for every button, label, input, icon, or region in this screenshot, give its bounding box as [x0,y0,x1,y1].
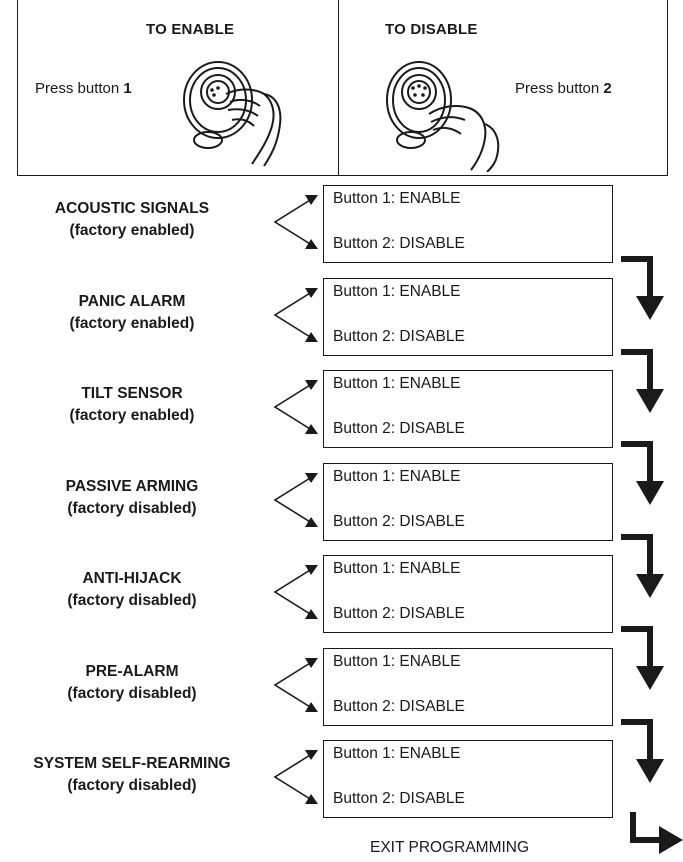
option-enable: Button 1: ENABLE [333,560,461,577]
feature-factory-default: (factory disabled) [67,777,197,794]
feature-factory-default: (factory enabled) [69,407,195,424]
fork-arrow-icon [273,288,318,342]
disable-heading: TO DISABLE [385,21,478,38]
feature-name: PRE-ALARM [85,663,179,680]
disable-button-number: 2 [603,80,612,97]
feature-name: TILT SENSOR [81,385,183,402]
fork-arrow-icon [273,195,318,249]
option-disable: Button 2: DISABLE [333,235,465,252]
feature-options-box: Button 1: ENABLE Button 2: DISABLE [323,185,613,263]
option-enable: Button 1: ENABLE [333,468,461,485]
feature-options-box: Button 1: ENABLE Button 2: DISABLE [323,555,613,633]
next-step-arrow-icon [621,441,664,505]
enable-button-number: 1 [123,80,132,97]
next-step-arrow-icon [621,534,664,598]
feature-options-box: Button 1: ENABLE Button 2: DISABLE [323,278,613,356]
feature-name: SYSTEM SELF-REARMING [33,755,231,772]
fork-arrow-icon [273,473,318,527]
feature-options-box: Button 1: ENABLE Button 2: DISABLE [323,648,613,726]
option-disable: Button 2: DISABLE [333,790,465,807]
option-disable: Button 2: DISABLE [333,698,465,715]
fork-arrow-icon [273,565,318,619]
feature-title: ACOUSTIC SIGNALS (factory enabled) [0,198,282,242]
feature-factory-default: (factory disabled) [67,685,197,702]
fork-arrow-icon [273,750,318,804]
feature-name: PASSIVE ARMING [65,478,199,495]
feature-factory-default: (factory disabled) [67,592,197,609]
option-disable: Button 2: DISABLE [333,328,465,345]
enable-instruction: Press button 1 [35,80,132,97]
enable-heading: TO ENABLE [146,21,235,38]
option-disable: Button 2: DISABLE [333,605,465,622]
next-step-arrow-icon [621,349,664,413]
feature-title: PRE-ALARM (factory disabled) [0,661,282,705]
option-enable: Button 1: ENABLE [333,283,461,300]
feature-title: SYSTEM SELF-REARMING (factory disabled) [0,753,282,797]
next-step-arrow-icon [621,256,664,320]
feature-name: ACOUSTIC SIGNALS [54,200,210,217]
feature-name: ANTI-HIJACK [82,570,182,587]
feature-options-box: Button 1: ENABLE Button 2: DISABLE [323,370,613,448]
next-step-arrow-icon [621,719,664,783]
feature-title: TILT SENSOR (factory enabled) [0,383,282,427]
panel-divider [338,0,339,176]
feature-factory-default: (factory disabled) [67,500,197,517]
remote-disable-icon [386,61,500,172]
feature-options-box: Button 1: ENABLE Button 2: DISABLE [323,740,613,818]
disable-instruction: Press button 2 [515,80,612,97]
feature-options-box: Button 1: ENABLE Button 2: DISABLE [323,463,613,541]
feature-title: PASSIVE ARMING (factory disabled) [0,476,282,520]
exit-programming-label: EXIT PROGRAMMING [370,839,530,856]
feature-title: ANTI-HIJACK (factory disabled) [0,568,282,612]
remote-enable-icon [183,61,282,167]
fork-arrow-icon [273,658,318,712]
feature-factory-default: (factory enabled) [69,222,195,239]
option-disable: Button 2: DISABLE [333,420,465,437]
feature-factory-default: (factory enabled) [69,315,195,332]
option-enable: Button 1: ENABLE [333,653,461,670]
option-enable: Button 1: ENABLE [333,190,461,207]
option-enable: Button 1: ENABLE [333,745,461,762]
feature-name: PANIC ALARM [78,293,186,310]
next-step-arrow-icon [621,626,664,690]
exit-arrow-icon [630,812,683,854]
option-disable: Button 2: DISABLE [333,513,465,530]
fork-arrow-icon [273,380,318,434]
feature-title: PANIC ALARM (factory enabled) [0,291,282,335]
option-enable: Button 1: ENABLE [333,375,461,392]
instruction-panel: TO ENABLE Press button 1 TO DISABLE Pres… [17,0,668,176]
